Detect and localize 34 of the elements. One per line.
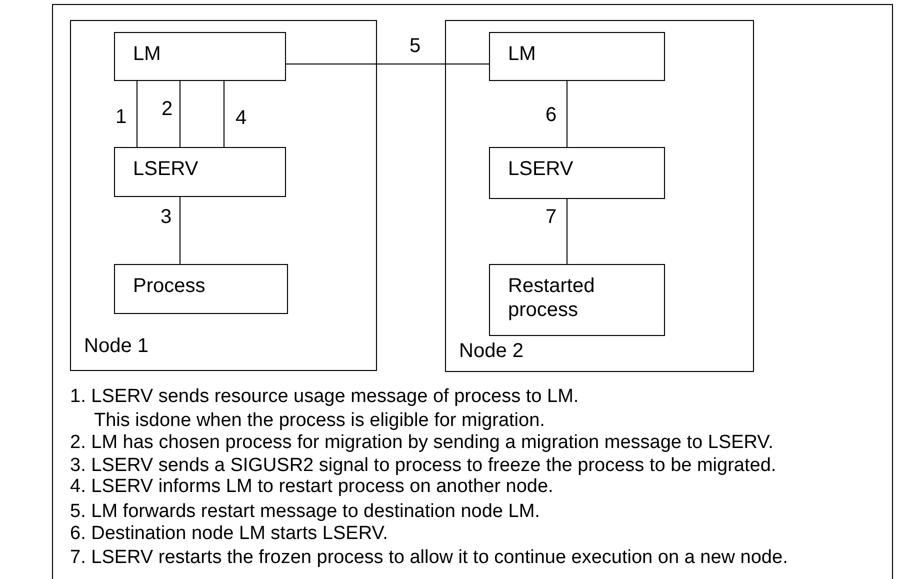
node-label: Node 2 bbox=[459, 339, 524, 363]
edge-label: 1 bbox=[115, 106, 127, 128]
note-text: 6. Destination node LM starts LSERV. bbox=[70, 523, 388, 545]
box-label: LSERV bbox=[133, 157, 198, 181]
box-label: LSERV bbox=[508, 157, 574, 181]
edge-label: 5 bbox=[409, 35, 421, 57]
connector-line bbox=[566, 198, 568, 264]
process-box bbox=[114, 147, 286, 197]
node-container bbox=[445, 20, 754, 372]
note-text: 3. LSERV sends a SIGUSR2 signal to process to freeze the process to be migrated. bbox=[70, 455, 776, 477]
edge-label: 4 bbox=[235, 107, 247, 129]
edge-label: 7 bbox=[545, 206, 557, 228]
box-label: Process bbox=[133, 274, 206, 298]
connector-line bbox=[136, 80, 138, 148]
note-text: 2. LM has chosen process for migration by sending a migration message to LSERV. bbox=[70, 432, 774, 454]
edge-label: 6 bbox=[545, 104, 557, 126]
connector-line bbox=[566, 80, 568, 148]
note-text: 5. LM forwards restart message to destination node LM. bbox=[70, 501, 540, 523]
node-label: Node 1 bbox=[84, 334, 148, 358]
note-text: 7. LSERV restarts the frozen process to allow it to continue execution on a new node. bbox=[70, 547, 788, 569]
note-text: 1. LSERV sends resource usage message of process to LM. bbox=[70, 386, 579, 408]
node-container bbox=[70, 20, 377, 371]
note-text: This isdone when the process is eligible for migration. bbox=[94, 410, 545, 432]
box-label: LM bbox=[508, 42, 536, 66]
process-box bbox=[114, 32, 286, 81]
edge-label: 3 bbox=[160, 206, 172, 228]
process-box bbox=[114, 264, 288, 314]
process-box bbox=[489, 32, 665, 81]
box-label: Restarted process bbox=[508, 274, 596, 322]
box-label: LM bbox=[133, 42, 161, 66]
edge-label: 2 bbox=[161, 98, 173, 120]
note-text: 4. LSERV informs LM to restart process on another node. bbox=[70, 476, 554, 498]
process-box bbox=[489, 264, 665, 336]
process-box bbox=[489, 147, 665, 199]
